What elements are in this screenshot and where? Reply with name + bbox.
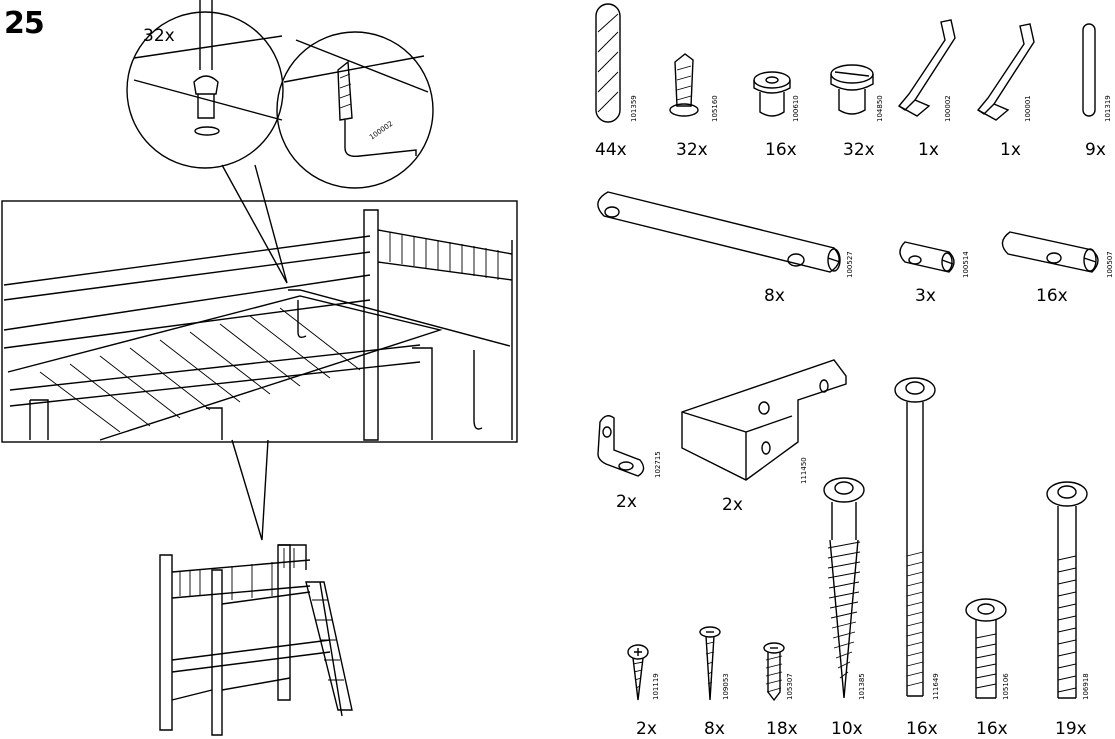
part-qty: 16x xyxy=(906,719,938,739)
part-number: 105307 xyxy=(786,673,794,700)
lag-bolt-icon xyxy=(823,477,865,699)
part-qty: 10x xyxy=(831,719,863,739)
part-number: 105106 xyxy=(1002,673,1010,700)
part-qty: 2x xyxy=(616,492,637,512)
part-number: 100002 xyxy=(944,95,952,122)
part-qty: 8x xyxy=(704,719,725,739)
part-number: 100001 xyxy=(1024,95,1032,122)
screw-icon xyxy=(699,626,721,701)
u-bracket-icon xyxy=(681,359,847,481)
part-number: 100527 xyxy=(846,251,854,278)
part-qty: 1x xyxy=(918,140,939,160)
part-qty: 9x xyxy=(1085,140,1106,160)
part-number: 101359 xyxy=(630,95,638,122)
part-qty: 1x xyxy=(1000,140,1021,160)
bolt-icon xyxy=(965,598,1007,699)
part-qty: 16x xyxy=(1036,286,1068,306)
part-number: 106918 xyxy=(1082,673,1090,700)
part-qty: 32x xyxy=(676,140,708,160)
long-bolt-icon xyxy=(894,377,936,697)
part-number: 101119 xyxy=(652,673,660,700)
barrel-nut-icon xyxy=(753,71,791,117)
part-qty: 2x xyxy=(636,719,657,739)
allen-key-icon xyxy=(897,19,956,117)
part-qty: 16x xyxy=(976,719,1008,739)
part-number: 102715 xyxy=(654,451,662,478)
part-number: 100507 xyxy=(1106,251,1114,278)
callout-quantity: 32x xyxy=(143,26,175,46)
part-qty: 16x xyxy=(765,140,797,160)
bed-frame-drawing xyxy=(3,209,513,441)
part-number: 109053 xyxy=(722,673,730,700)
short-cross-dowel-icon xyxy=(899,241,955,273)
allen-key-icon xyxy=(976,23,1035,121)
loft-bed-overview xyxy=(159,544,353,736)
part-number: 100514 xyxy=(962,251,970,278)
part-qty: 8x xyxy=(764,286,785,306)
part-qty: 2x xyxy=(722,495,743,515)
part-number: 100610 xyxy=(792,95,800,122)
pin-icon xyxy=(1082,23,1096,117)
part-qty: 44x xyxy=(595,140,627,160)
part-qty: 19x xyxy=(1055,719,1087,739)
part-number: 105160 xyxy=(711,95,719,122)
screw-icon xyxy=(627,644,649,701)
part-number: 111450 xyxy=(800,457,808,484)
part-number: 101319 xyxy=(1104,95,1112,122)
part-qty: 18x xyxy=(766,719,798,739)
dowel-icon xyxy=(595,3,621,123)
assembly-illustration xyxy=(1,0,518,736)
bolt-icon xyxy=(1046,481,1088,699)
part-qty: 3x xyxy=(915,286,936,306)
cross-dowel-icon xyxy=(1001,231,1099,273)
angle-bracket-icon xyxy=(597,415,645,477)
slotted-cam-nut-icon xyxy=(830,64,874,115)
part-qty: 32x xyxy=(843,140,875,160)
screw-icon xyxy=(763,642,785,702)
expansion-anchor-icon xyxy=(669,53,699,117)
long-cross-dowel-icon xyxy=(597,191,841,273)
part-number: 111649 xyxy=(932,673,940,700)
part-number: 104850 xyxy=(876,95,884,122)
step-number: 25 xyxy=(4,6,45,41)
zoom-circle-screwdriver xyxy=(126,0,284,169)
part-number: 101385 xyxy=(858,673,866,700)
zoom-circle-anchor xyxy=(276,31,434,189)
